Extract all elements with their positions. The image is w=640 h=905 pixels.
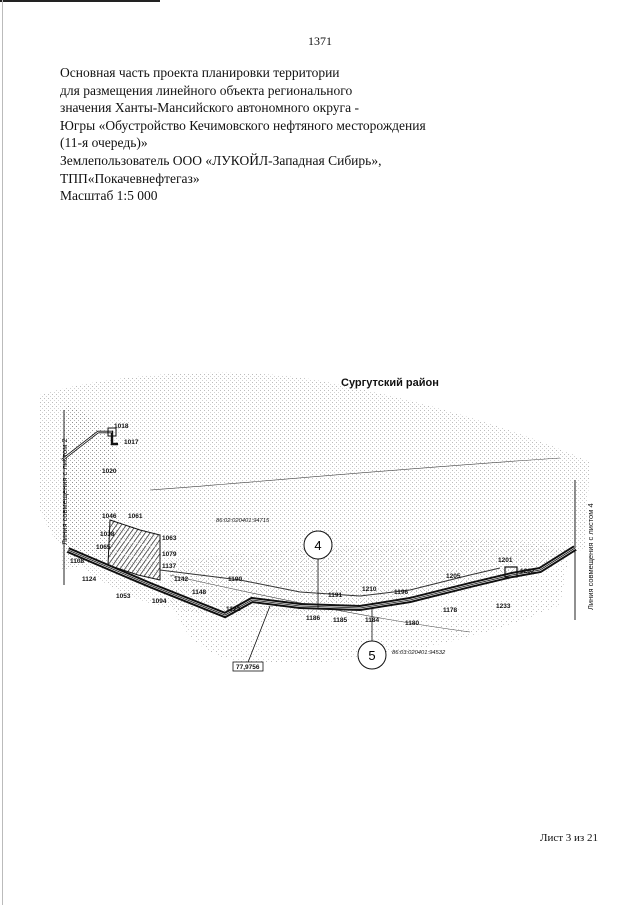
- point-label: 1148: [192, 589, 206, 596]
- area-value-box: [232, 661, 264, 672]
- point-label: 1190: [228, 576, 242, 583]
- point-label: 1079: [162, 551, 177, 558]
- match-line-right-label: Линия совмещения с листом 4: [586, 503, 595, 610]
- point-label: 1046: [102, 513, 117, 520]
- point-label: 1137: [162, 563, 176, 570]
- leader-line: [244, 605, 271, 671]
- spur-node: [107, 427, 117, 437]
- point-label: 1017: [124, 439, 139, 446]
- pipeline-secondary: [159, 567, 501, 597]
- corridor-end-node: [504, 566, 518, 578]
- header-line: ТПП«Покачевнефтегаз»: [60, 170, 200, 186]
- sheet-circle-upper: [303, 530, 333, 560]
- point-label: 1063: [162, 535, 177, 542]
- parcel-label-lower: 86:03:020401:94532: [392, 650, 446, 656]
- point-label: 1018: [114, 423, 129, 430]
- area-value: 77,9756: [236, 664, 260, 671]
- terrain-area-left: [62, 405, 122, 570]
- point-label: 1184: [365, 617, 379, 624]
- header-line: Югры «Обустройство Кечимовского нефтяног…: [60, 117, 426, 133]
- point-label: 1180: [405, 620, 419, 627]
- match-line-left-label: Линия совмещения с листом 2: [60, 438, 69, 545]
- point-label: 1185: [333, 617, 347, 624]
- parcel-boundary-upper: [149, 457, 561, 491]
- point-label: 1233: [496, 603, 511, 610]
- parcel-label-upper: 86:02:020401:94715: [216, 518, 270, 524]
- page-left-edge: [2, 0, 3, 905]
- point-label: 1038: [100, 531, 115, 538]
- terrain-area-lower: [170, 539, 570, 664]
- point-label: 1201: [498, 557, 513, 564]
- point-label: 1186: [306, 615, 320, 622]
- point-label: 1196: [394, 589, 408, 596]
- header-line: Основная часть проекта планировки террит…: [60, 65, 340, 80]
- sheet-number: Лист 3 из 21: [540, 832, 599, 844]
- sheet-circle-upper-label: 4: [314, 538, 321, 553]
- facility-grid-line: [119, 539, 161, 549]
- pipeline-corridor-axis: [67, 547, 576, 616]
- point-label: 1020: [102, 468, 117, 475]
- point-label: 1065: [96, 544, 111, 551]
- planning-map: 4 5 86:02:020401:94715 86:03:020401:9453…: [40, 372, 595, 672]
- page-number: 1371: [308, 34, 332, 48]
- header-line: для размещения линейного объекта региона…: [60, 82, 353, 98]
- page-top-edge: [0, 0, 160, 2]
- scale-line: Масштаб 1:5 000: [60, 188, 158, 204]
- sheet-circle-lower-label: 5: [368, 648, 375, 663]
- point-label: 1053: [116, 593, 131, 600]
- point-label: 1202: [520, 568, 535, 575]
- document-header: Основная часть проекта планировки террит…: [60, 64, 480, 205]
- point-label: 1205: [446, 573, 461, 580]
- sheet-circle-lower: [357, 640, 387, 670]
- point-label: 1210: [362, 586, 377, 593]
- point-label: 1122: [226, 606, 240, 613]
- point-label: 1094: [152, 598, 167, 605]
- header-line: значения Ханты-Мансийского автономного о…: [60, 100, 359, 116]
- region-title: Сургутский район: [341, 377, 439, 389]
- facility-grid-line: [114, 551, 161, 563]
- header-line: (11-я очередь)»: [60, 135, 148, 151]
- point-label: 1061: [128, 513, 143, 520]
- point-label: 1108: [70, 558, 84, 565]
- pipeline-spur-inner: [61, 431, 112, 461]
- point-label: 1178: [443, 607, 457, 614]
- point-label: 1142: [174, 576, 188, 583]
- point-label: 1124: [82, 576, 96, 583]
- header-line: Землепользователь ООО «ЛУКОЙЛ-Западная С…: [60, 152, 382, 168]
- point-label: 1191: [328, 592, 342, 599]
